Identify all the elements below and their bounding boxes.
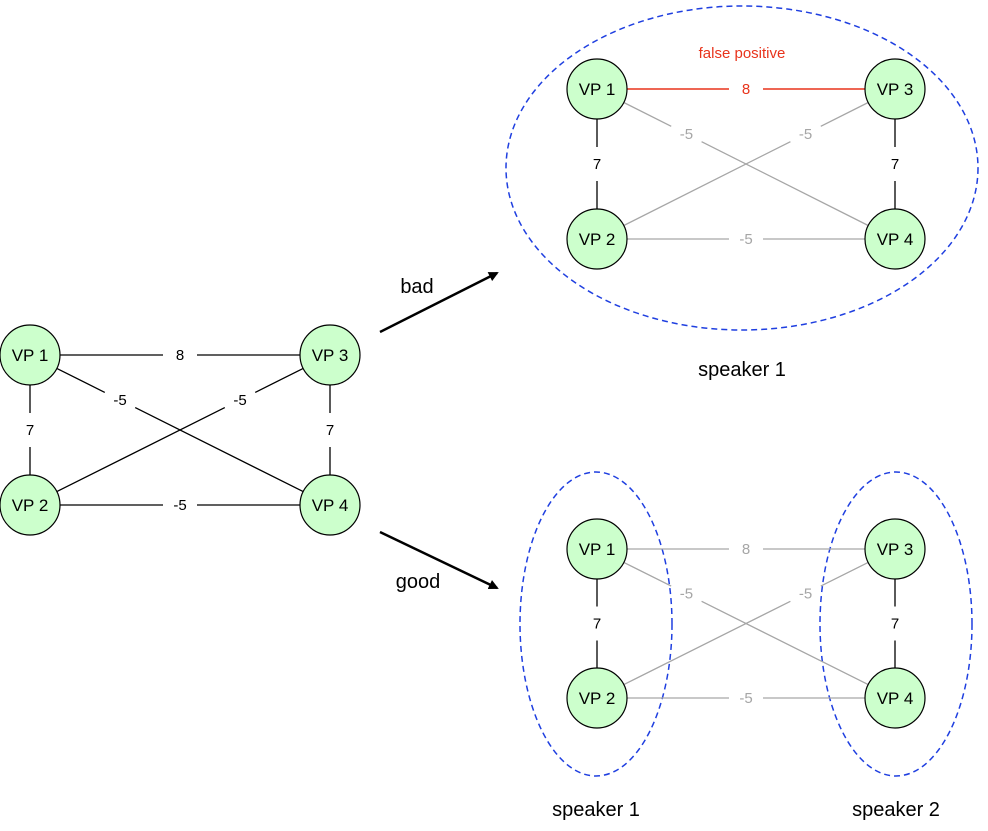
edge-vp2-vp3-segment-b <box>820 561 869 587</box>
edge-vp1-vp4-segment-a <box>56 367 106 393</box>
node-vp2 <box>566 667 628 729</box>
cluster-good-speaker-1 <box>519 471 673 777</box>
edge-weight-label: 8 <box>176 347 184 364</box>
node-vp3 <box>864 518 926 580</box>
node-label-vp1: VP 1 <box>12 346 49 365</box>
good-arrow-label: good <box>396 571 441 593</box>
node-vp3 <box>299 324 361 386</box>
good-speaker-1-caption: speaker 1 <box>552 799 640 821</box>
node-vp1 <box>566 518 628 580</box>
node-label-vp4: VP 4 <box>877 230 914 249</box>
node-label-vp4: VP 4 <box>312 496 349 515</box>
node-label-vp1: VP 1 <box>579 540 616 559</box>
edge-vp2-vp3-segment-a <box>623 600 791 686</box>
node-label-vp2: VP 2 <box>579 230 616 249</box>
edge-vp1-vp4-segment-a <box>623 101 672 127</box>
edge-weight-label: -5 <box>799 126 812 143</box>
edge-vp2-vp3-segment-b <box>254 367 304 393</box>
node-vp4 <box>864 667 926 729</box>
node-label-vp1: VP 1 <box>579 80 616 99</box>
bad-speaker-1-caption: speaker 1 <box>698 359 786 381</box>
node-label-vp2: VP 2 <box>579 689 616 708</box>
cluster-bad-speaker-1 <box>505 5 979 331</box>
edge-vp1-vp4-segment-a <box>623 561 672 587</box>
node-vp1 <box>566 58 628 120</box>
bad-arrow-label: bad <box>400 276 433 298</box>
good-speaker-2-caption: speaker 2 <box>852 799 940 821</box>
good-clustering-graph: 8 7 7 -5 -5 -5 VP 1 VP 2 VP 3 VP 4 <box>566 518 926 729</box>
edge-vp1-vp4-segment-b <box>134 407 304 493</box>
false-positive-annotation: false positive <box>699 45 786 62</box>
edge-weight-label: 7 <box>593 616 601 633</box>
edge-weight-label: -5 <box>739 231 752 248</box>
edge-weight-label: -5 <box>680 126 693 143</box>
edge-weight-label: 7 <box>26 422 34 439</box>
node-label-vp3: VP 3 <box>877 80 914 99</box>
edge-weight-label: -5 <box>680 586 693 603</box>
node-vp2 <box>566 208 628 270</box>
node-label-vp2: VP 2 <box>12 496 49 515</box>
edge-vp1-vp4-segment-b <box>701 600 869 686</box>
edge-weight-label: 8 <box>742 81 750 98</box>
edge-weight-label: -5 <box>799 586 812 603</box>
edge-weight-label: 7 <box>891 616 899 633</box>
edge-weight-label: 7 <box>891 156 899 173</box>
good-arrow <box>379 530 499 590</box>
node-vp4 <box>864 208 926 270</box>
bad-arrow <box>379 271 499 334</box>
edge-vp2-vp3-segment-a <box>623 141 791 227</box>
edge-vp2-vp3-segment-b <box>820 101 869 127</box>
node-label-vp3: VP 3 <box>312 346 349 365</box>
node-vp2 <box>0 474 61 536</box>
edge-weight-label: -5 <box>113 392 126 409</box>
edge-weight-label: 8 <box>742 541 750 558</box>
edge-vp1-vp4-segment-b <box>701 141 869 227</box>
input-graph: 8 7 7 -5 -5 -5 VP 1 VP 2 VP 3 VP 4 <box>0 324 361 536</box>
edge-weight-label: -5 <box>233 392 246 409</box>
edge-weight-label: 7 <box>326 422 334 439</box>
edge-vp2-vp3-segment-a <box>56 407 226 493</box>
node-vp1 <box>0 324 61 386</box>
node-label-vp3: VP 3 <box>877 540 914 559</box>
edge-weight-label: 7 <box>593 156 601 173</box>
node-vp3 <box>864 58 926 120</box>
bad-clustering-graph: 8 7 7 -5 -5 -5 VP 1 VP 2 VP 3 VP 4 <box>566 58 926 270</box>
cluster-good-speaker-2 <box>819 471 973 777</box>
node-vp4 <box>299 474 361 536</box>
edge-weight-label: -5 <box>173 497 186 514</box>
node-label-vp4: VP 4 <box>877 689 914 708</box>
edge-weight-label: -5 <box>739 690 752 707</box>
